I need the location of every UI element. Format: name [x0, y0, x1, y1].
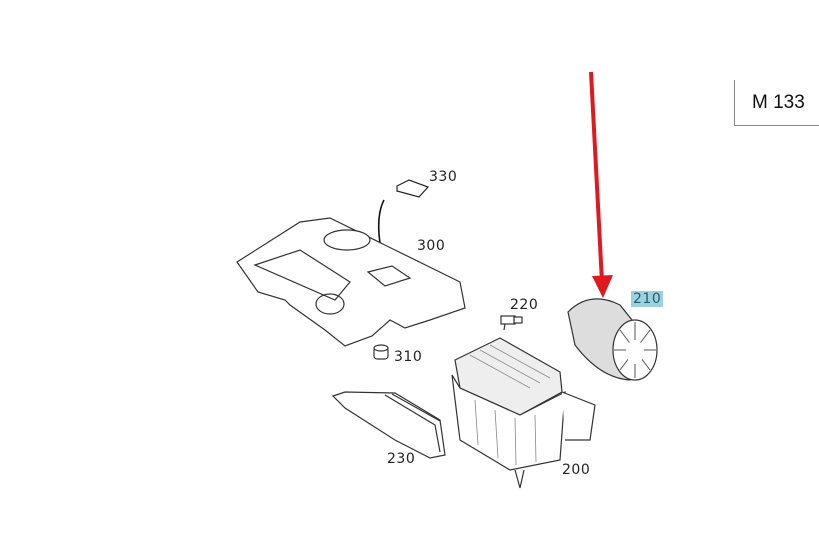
model-code-box: M 133: [734, 80, 819, 126]
model-code: M 133: [752, 92, 805, 113]
part-label-220[interactable]: 220: [510, 297, 539, 313]
part-label-210[interactable]: 210: [631, 291, 664, 307]
part-230-shape: [331, 391, 446, 459]
part-310-shape: [373, 344, 389, 360]
part-label-300[interactable]: 300: [417, 238, 446, 254]
part-210-shape: [567, 298, 658, 381]
part-label-200[interactable]: 200: [562, 462, 591, 478]
part-200-shape: [451, 337, 596, 489]
part-label-310[interactable]: 310: [394, 349, 423, 365]
part-330-shape: [396, 179, 430, 198]
part-label-230[interactable]: 230: [387, 451, 416, 467]
red-arrow-icon: [589, 71, 613, 298]
part-300-shape: [236, 217, 466, 347]
part-label-330[interactable]: 330: [429, 169, 458, 185]
part-220-shape: [500, 315, 523, 331]
